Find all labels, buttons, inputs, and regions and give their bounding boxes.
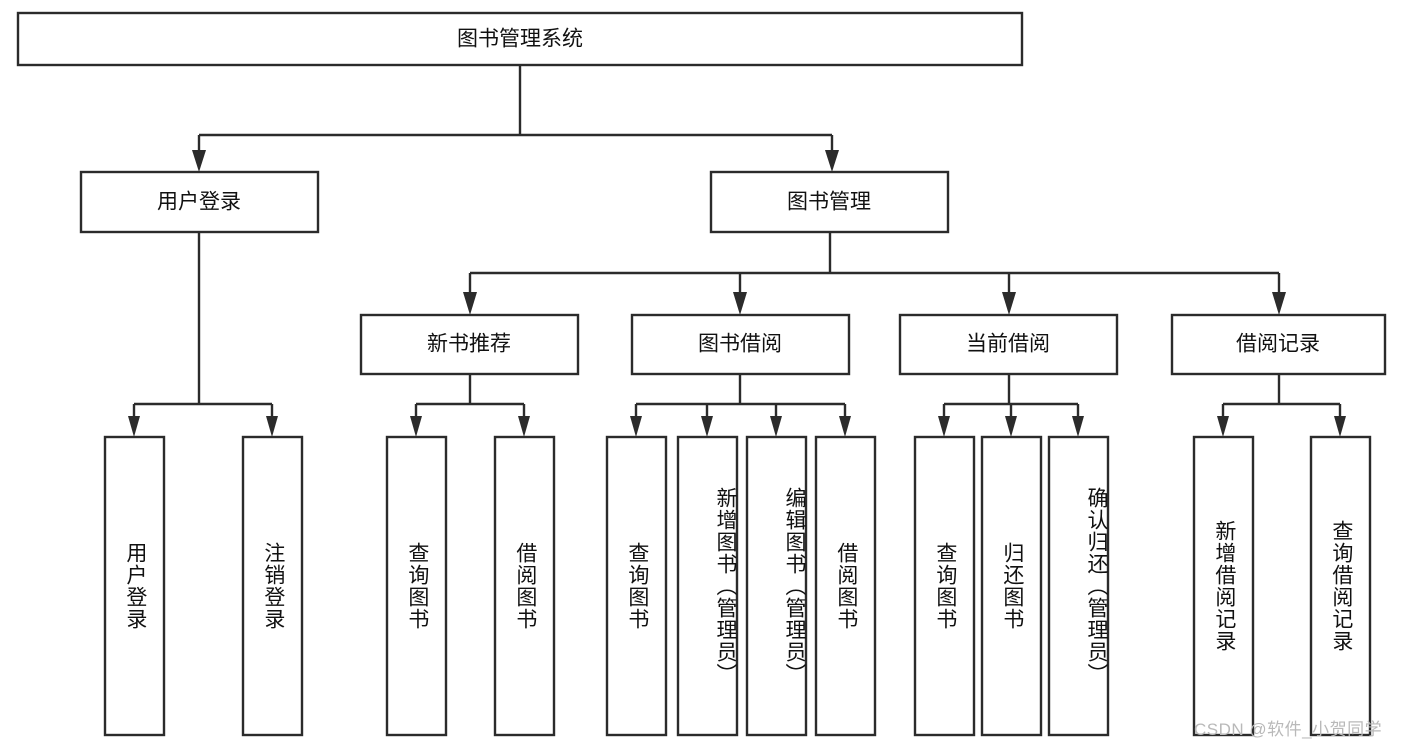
node-box-book-borrow[interactable] xyxy=(630,313,851,376)
arrow-head-icon xyxy=(630,416,642,437)
label-user-login: 用户登录 xyxy=(157,191,241,214)
arrow-head-icon xyxy=(192,150,206,172)
node-box-leaf-borrow-book-1[interactable] xyxy=(493,435,556,737)
node-box-leaf-edit-book[interactable] xyxy=(745,435,808,737)
arrow-head-icon xyxy=(825,150,839,172)
node-box-book-manage[interactable] xyxy=(709,170,950,234)
node-box-leaf-return-book[interactable] xyxy=(980,435,1043,737)
node-box-leaf-confirm-return[interactable] xyxy=(1047,435,1110,737)
csdn-watermark: CSDN @软件_小贺同学 xyxy=(1194,720,1383,739)
arrow-head-icon xyxy=(701,416,713,437)
arrow-head-icon xyxy=(1272,292,1286,315)
arrow-head-icon xyxy=(266,416,278,437)
arrow-head-icon xyxy=(518,416,530,437)
node-box-leaf-user-logout[interactable] xyxy=(241,435,304,737)
node-box-borrow-record[interactable] xyxy=(1170,313,1387,376)
arrow-head-icon xyxy=(1217,416,1229,437)
label-borrow-record: 借阅记录 xyxy=(1236,333,1320,356)
arrow-head-icon xyxy=(1334,416,1346,437)
label-new-book-recommend: 新书推荐 xyxy=(427,333,511,356)
node-box-leaf-borrow-book-2[interactable] xyxy=(814,435,877,737)
node-box-new-book-recommend[interactable] xyxy=(359,313,580,376)
connector-root-to-level2 xyxy=(192,65,839,172)
label-root: 图书管理系统 xyxy=(457,28,583,51)
node-box-leaf-query-book-2[interactable] xyxy=(605,435,668,737)
arrow-head-icon xyxy=(1005,416,1017,437)
node-box-current-borrow[interactable] xyxy=(898,313,1119,376)
arrow-head-icon xyxy=(770,416,782,437)
node-box-leaf-query-book-1[interactable] xyxy=(385,435,448,737)
label-current-borrow: 当前借阅 xyxy=(966,333,1050,356)
node-box-leaf-add-book[interactable] xyxy=(676,435,739,737)
arrow-head-icon xyxy=(938,416,950,437)
arrow-head-icon xyxy=(463,292,477,315)
node-box-root[interactable] xyxy=(16,11,1024,67)
arrow-head-icon xyxy=(1072,416,1084,437)
label-book-manage: 图书管理 xyxy=(787,191,871,214)
label-book-borrow: 图书借阅 xyxy=(698,333,782,356)
arrow-head-icon xyxy=(839,416,851,437)
connector-borrowrecord-to-leaves xyxy=(1217,374,1346,437)
arrow-head-icon xyxy=(128,416,140,437)
node-box-leaf-query-record[interactable] xyxy=(1309,435,1372,737)
connector-userlogin-to-leaves xyxy=(128,232,278,437)
connector-bookborrow-to-leaves xyxy=(630,374,851,437)
node-box-user-login[interactable] xyxy=(79,170,320,234)
node-box-leaf-query-book-3[interactable] xyxy=(913,435,976,737)
connector-currentborrow-to-leaves xyxy=(938,374,1084,437)
arrow-head-icon xyxy=(1002,292,1016,315)
arrow-head-icon xyxy=(733,292,747,315)
connector-bookmanage-to-level3 xyxy=(463,232,1286,315)
arrow-head-icon xyxy=(410,416,422,437)
node-box-leaf-add-record[interactable] xyxy=(1192,435,1255,737)
node-box-leaf-user-login[interactable] xyxy=(103,435,166,737)
connector-newbook-to-leaves xyxy=(410,374,530,437)
